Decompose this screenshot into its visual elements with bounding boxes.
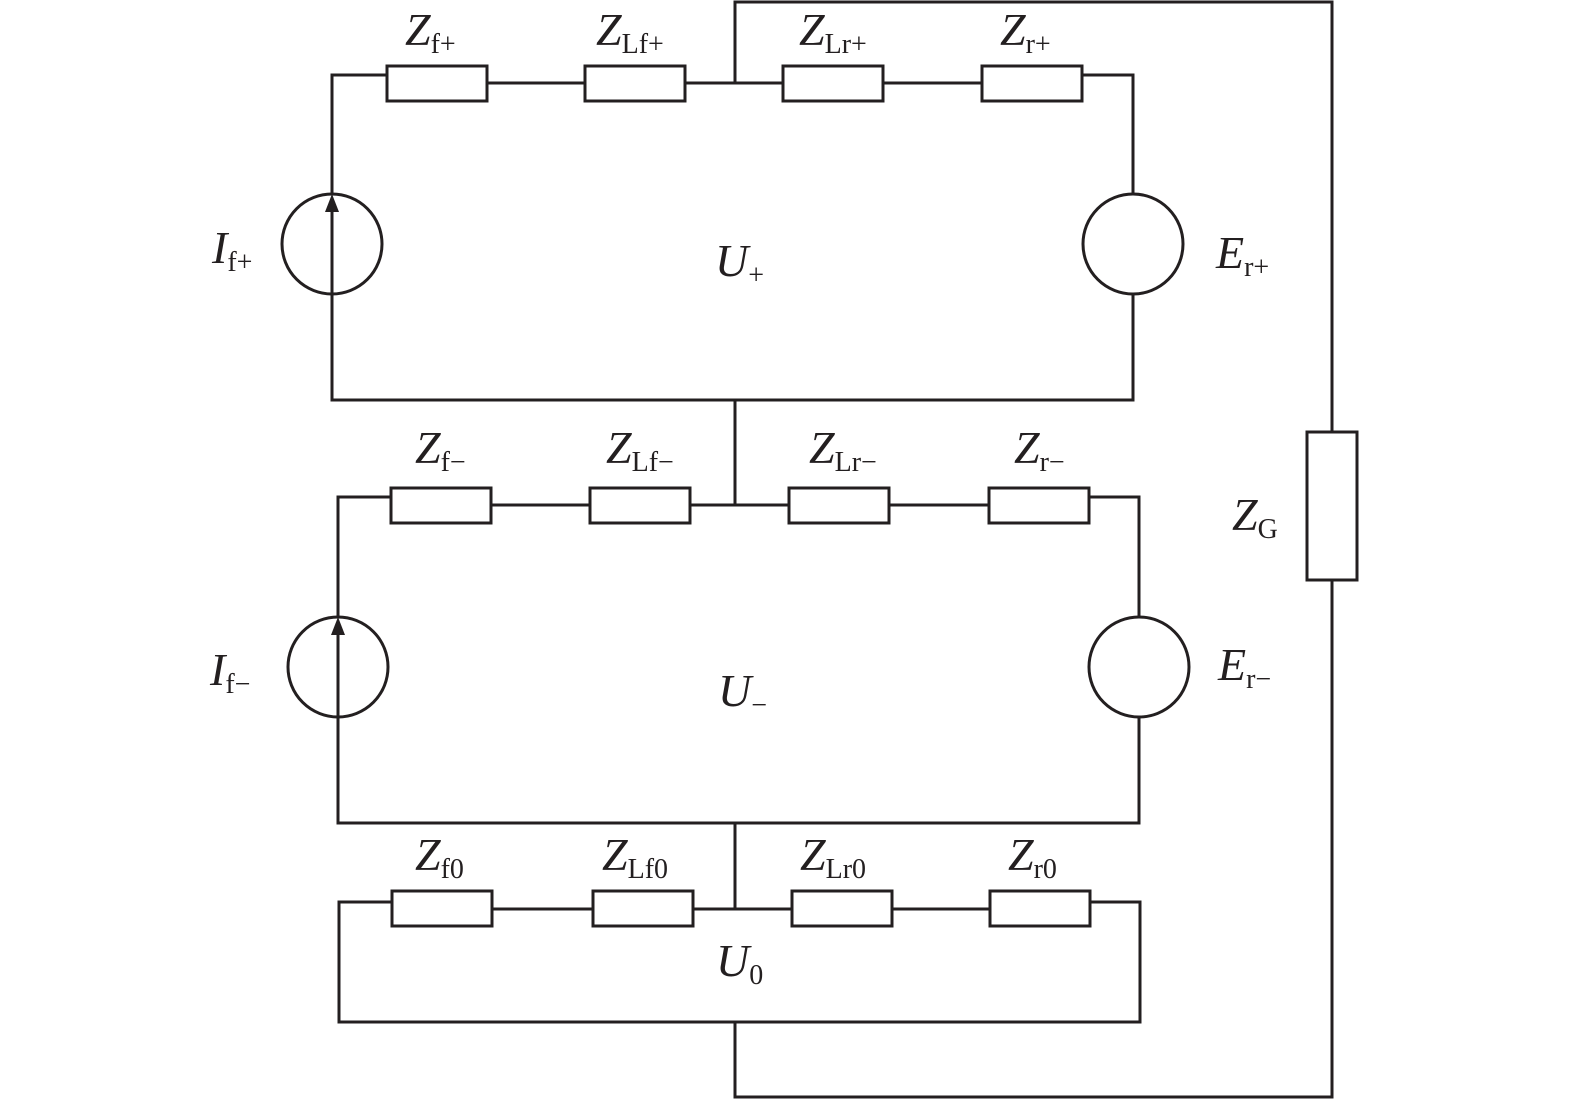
label-z-lr-pos: ZLr+ <box>799 4 867 60</box>
impedance-r-zero <box>988 889 1092 928</box>
impedance-lf-zero <box>591 889 695 928</box>
impedance-lr-neg <box>787 486 891 525</box>
impedance-lr-pos <box>781 64 885 103</box>
current-source-neg-arrow-icon <box>331 617 345 635</box>
impedance-lf-pos <box>583 64 687 103</box>
wires <box>330 0 1334 1099</box>
label-z-lf-neg: ZLf− <box>606 422 674 478</box>
label-z-r-zero: Zr0 <box>1008 829 1057 885</box>
voltage-source-pos-circle <box>1081 192 1185 296</box>
wire-pos-bottom <box>330 291 1135 402</box>
impedance-ground <box>1305 430 1359 582</box>
voltage-source-neg-circle <box>1087 615 1191 719</box>
wire-neg-top <box>336 495 1141 719</box>
current-source-neg <box>286 615 390 719</box>
label-u-pos: U+ <box>715 235 764 291</box>
label-i-f-pos: If+ <box>211 222 252 278</box>
label-z-lf-zero: ZLf0 <box>602 829 668 885</box>
label-z-ground: ZG <box>1232 489 1278 545</box>
impedance-r-pos <box>980 64 1084 103</box>
label-z-lr-neg: ZLr− <box>809 422 877 478</box>
label-z-r-neg: Zr− <box>1014 422 1065 478</box>
wire-ground-return <box>733 0 1334 1099</box>
impedance-lr-zero <box>790 889 894 928</box>
wire-zero-top <box>337 900 1142 1024</box>
impedance-r-neg <box>987 486 1091 525</box>
labels: Zf+ ZLf+ ZLr+ Zr+ If+ Er+ U+ Zf− ZLf− ZL… <box>209 4 1278 991</box>
label-z-lr-zero: ZLr0 <box>800 829 866 885</box>
label-e-r-neg: Er− <box>1217 639 1271 695</box>
label-i-f-neg: If− <box>209 644 250 700</box>
label-z-r-pos: Zr+ <box>1000 4 1051 60</box>
label-u-zero: U0 <box>716 935 763 991</box>
label-e-r-pos: Er+ <box>1215 227 1269 283</box>
voltage-source-neg <box>1087 615 1191 719</box>
impedances <box>385 64 1359 928</box>
impedance-f-neg <box>389 486 493 525</box>
current-source-pos <box>280 192 384 296</box>
label-z-f-zero: Zf0 <box>415 829 464 885</box>
impedance-f-zero <box>390 889 494 928</box>
wire-neg-bottom <box>336 715 1141 825</box>
current-source-pos-arrow-icon <box>325 194 339 212</box>
sources <box>280 192 1191 719</box>
label-z-f-pos: Zf+ <box>405 4 456 60</box>
impedance-f-pos <box>385 64 489 103</box>
label-z-lf-pos: ZLf+ <box>596 4 664 60</box>
voltage-source-pos <box>1081 192 1185 296</box>
label-u-neg: U− <box>718 665 767 721</box>
impedance-lf-neg <box>588 486 692 525</box>
label-z-f-neg: Zf− <box>415 422 466 478</box>
